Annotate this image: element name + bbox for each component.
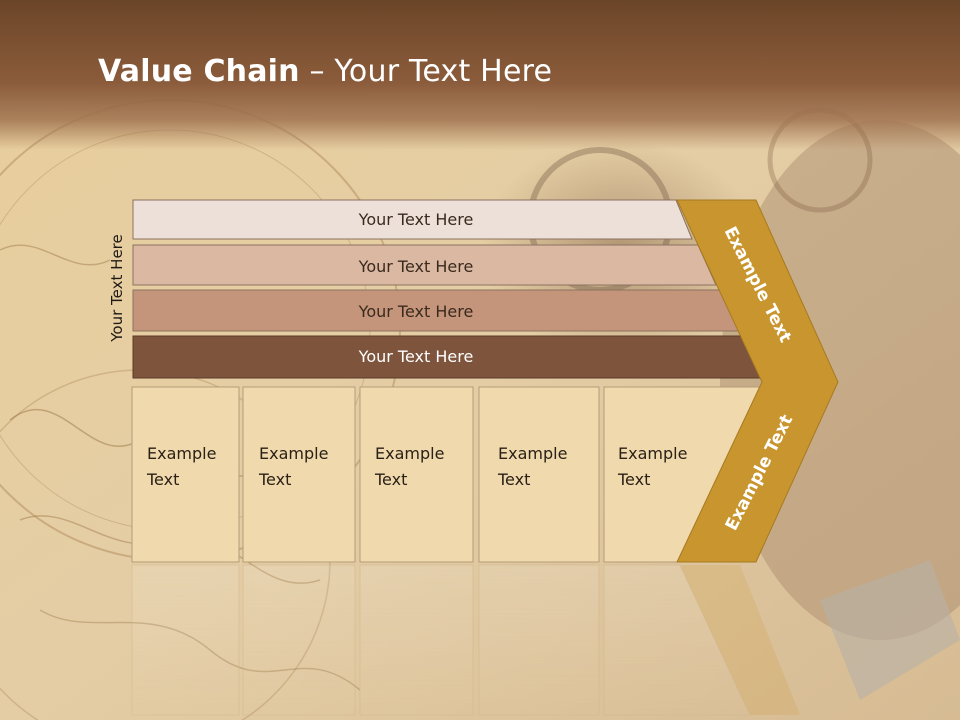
header-bar — [0, 0, 960, 150]
reflection — [131, 564, 800, 716]
box-2-line2: Text — [258, 470, 291, 489]
box-5-line2: Text — [617, 470, 650, 489]
box-4-line1: Example — [498, 444, 567, 463]
row-band-1 — [132, 199, 693, 240]
row-label-1: Your Text Here — [358, 210, 474, 229]
box-2 — [242, 386, 356, 563]
box-4-line2: Text — [497, 470, 530, 489]
box-4 — [478, 386, 600, 563]
row-band-2 — [132, 244, 717, 286]
box-3-line1: Example — [375, 444, 444, 463]
title-rest: – Your Text Here — [299, 54, 553, 89]
box-3 — [359, 386, 474, 563]
chevron-shape — [676, 199, 839, 563]
box-3-line2: Text — [374, 470, 407, 489]
row-label-4: Your Text Here — [358, 347, 474, 366]
activity-rows: Your Text Here Your Text Here Your Text … — [132, 199, 764, 379]
row-label-3: Your Text Here — [358, 302, 474, 321]
activity-boxes: Example Text Example Text Example Text E… — [131, 386, 763, 563]
side-label: Your Text Here — [108, 234, 126, 342]
box-1-line2: Text — [146, 470, 179, 489]
box-2-line1: Example — [259, 444, 328, 463]
title-bold: Value Chain — [98, 54, 300, 89]
box-1-line1: Example — [147, 444, 216, 463]
box-5-line1: Example — [618, 444, 687, 463]
box-1 — [131, 386, 240, 563]
row-label-2: Your Text Here — [358, 257, 474, 276]
page-title: Value Chain – Your Text Here — [98, 54, 552, 89]
